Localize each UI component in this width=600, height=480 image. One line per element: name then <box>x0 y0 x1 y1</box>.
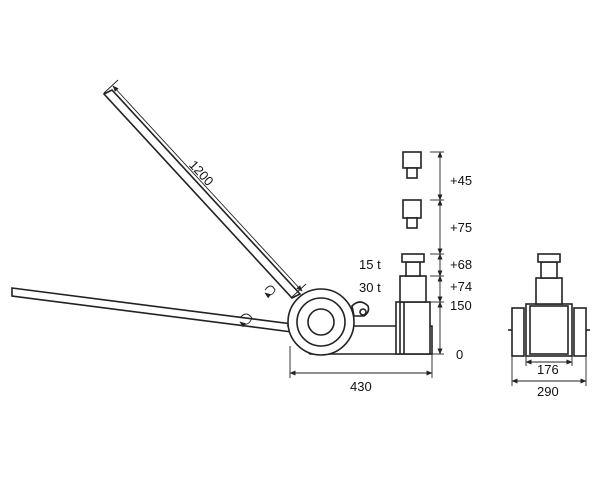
jack-body-front <box>508 253 590 386</box>
height-stage1-label: +68 <box>450 257 472 272</box>
base-length-dimension <box>289 346 433 378</box>
extension-piece-75 <box>402 199 422 229</box>
height-dimension-chain <box>430 151 444 355</box>
capacity-stage2-label: 30 t <box>359 280 381 295</box>
height-stage2-label: +74 <box>450 279 472 294</box>
height-extension-1-label: +45 <box>450 173 472 188</box>
raised-handle <box>102 89 302 299</box>
lowered-handle <box>11 285 293 333</box>
handle-length-dimension: 1200 <box>103 79 307 298</box>
height-floor-label: 0 <box>456 347 463 362</box>
outer-width-label: 290 <box>537 384 559 399</box>
inner-width-label: 176 <box>537 362 559 377</box>
jack-body-side <box>286 253 433 356</box>
base-length-label: 430 <box>350 379 372 394</box>
height-min-label: 150 <box>450 298 472 313</box>
capacity-stage1-label: 15 t <box>359 257 381 272</box>
extension-piece-45 <box>402 151 422 179</box>
height-extension-2-label: +75 <box>450 220 472 235</box>
